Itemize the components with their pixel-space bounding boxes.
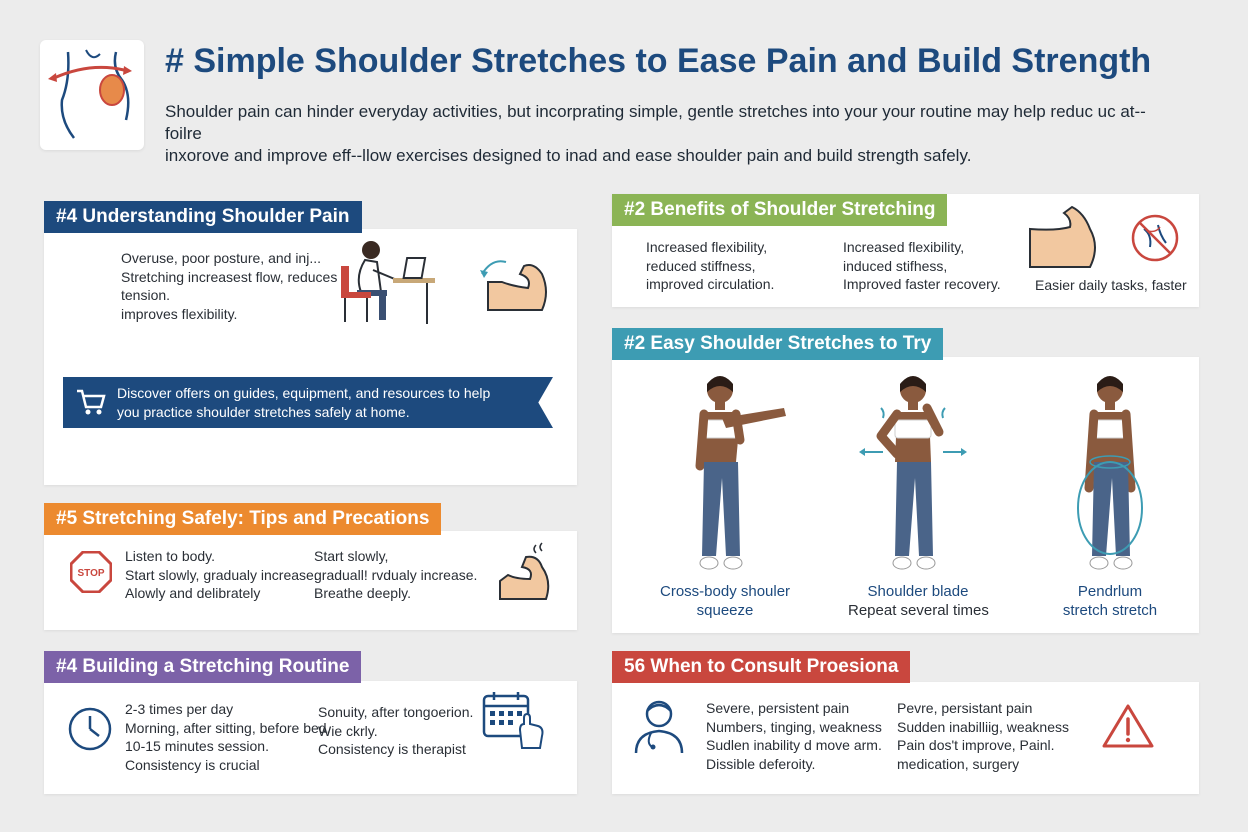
caption-line: stretch stretch <box>1062 602 1158 619</box>
text-line: Start slowly, gradualy increase. <box>125 566 318 583</box>
desk-worker-icon <box>341 241 435 324</box>
intro-text: Shoulder pain can hinder everyday activi… <box>165 101 1175 167</box>
text-line: Stretching increasest flow, reduces <box>121 268 338 285</box>
text-line: Numbers, tinging, weakness <box>706 718 882 735</box>
offers-banner[interactable]: Discover offers on guides, equipment, an… <box>63 377 553 428</box>
text-line: Alowly and delibrately <box>125 585 261 601</box>
doctor-icon <box>634 700 684 754</box>
text-line: Increased flexibility, <box>646 239 768 255</box>
safety-col1: Listen to body. Start slowly, gradualy i… <box>125 547 318 603</box>
benefits-col1: Increased flexibility, reduced stiffness… <box>646 238 774 294</box>
text-line: Easier daily tasks, faster <box>1035 277 1187 293</box>
consult-card <box>612 682 1199 794</box>
banner-line: you practice shoulder stretches safely a… <box>117 403 410 420</box>
text-line: 10-15 minutes session. <box>125 738 269 754</box>
caption-line: Pendrlum <box>1077 583 1143 600</box>
text-line: improved circulation. <box>646 276 775 292</box>
caption-line: Cross-body shouler <box>660 583 791 600</box>
safety-heading: #5 Stretching Safely: Tips and Precation… <box>44 503 442 535</box>
text-line: tension. <box>121 287 171 303</box>
text-line: Start slowly, <box>314 548 389 564</box>
text-line: medication, surgery <box>897 755 1020 772</box>
caption-line: Repeat several times <box>848 602 989 619</box>
routine-col1: 2-3 times per day Morning, after sitting… <box>125 700 330 774</box>
stop-label: STOP <box>77 568 104 579</box>
no-pain-shoulder-icon <box>1131 214 1179 262</box>
strong-arm-icon <box>499 542 550 600</box>
safety-col2: Start slowly, graduall! rvdualy increase… <box>314 547 477 603</box>
flexing-arm-icon <box>480 260 547 311</box>
stretches-heading: #2 Easy Shoulder Stretches to Try <box>612 328 944 360</box>
pendulum-caption: Pendrlum stretch stretch <box>1045 582 1175 620</box>
text-line: Breathe deeply. <box>314 585 412 601</box>
consult-heading: 56 When to Consult Proesiona <box>612 651 911 683</box>
text-line: reduced stiffness, <box>646 257 756 274</box>
benefits-col3: Easier daily tasks, faster <box>1035 276 1187 295</box>
banner-text: Discover offers on guides, equipment, an… <box>117 384 490 421</box>
benefits-col2: Increased flexibility, induced stifhess,… <box>843 238 1001 294</box>
text-line: Pevre, persistant pain <box>897 700 1033 716</box>
text-line: Increased flexibility, <box>843 239 965 255</box>
warning-icon <box>1102 704 1154 748</box>
routine-col2: Sonuity, after tongoerion. Wie ckrly. Co… <box>318 703 473 759</box>
text-line: Improved faster recovery. <box>843 276 1001 292</box>
text-line: Sudden inabilliig, weakness <box>897 718 1069 735</box>
safety-card <box>44 531 577 630</box>
understanding-card <box>44 229 577 485</box>
shoulder-blade-caption: Shoulder blade Repeat several times <box>848 582 989 620</box>
consult-col1: Severe, persistent pain Numbers, tinging… <box>706 699 882 773</box>
clock-icon <box>68 707 112 751</box>
understanding-heading: #4 Understanding Shoulder Pain <box>44 201 362 233</box>
text-line: Pain dos't improve, Painl. <box>897 737 1055 753</box>
text-line: improves flexibility. <box>121 305 238 322</box>
text-line: Severe, persistent pain <box>706 700 850 716</box>
shoulder-anatomy-icon <box>48 49 132 139</box>
cross-body-caption: Cross-body shouler squeeze <box>660 582 790 620</box>
text-line: Overuse, poor posture, and inj... <box>121 250 321 266</box>
intro-line: inxorove and improve eff--llow exercises… <box>165 146 972 165</box>
page-title: # Simple Shoulder Stretches to Ease Pain… <box>165 42 1152 80</box>
shopping-cart-icon <box>77 389 106 415</box>
calendar-icon <box>482 692 544 749</box>
shoulder-blade-squeeze-figure <box>859 376 967 570</box>
routine-heading: #4 Building a Stretching Routine <box>44 651 362 683</box>
shoulder-logo <box>40 40 144 150</box>
pendulum-stretch-figure <box>1077 376 1143 570</box>
cross-body-stretch-figure <box>695 376 786 570</box>
stop-sign-icon: STOP <box>70 551 112 593</box>
banner-line: Discover offers on guides, equipment, an… <box>117 385 491 401</box>
text-line: Morning, after sitting, before bed. <box>125 719 331 736</box>
caption-line: squeeze <box>696 602 754 619</box>
text-line: Dissible deferoity. <box>706 755 816 772</box>
text-line: graduall! rvdualy increase. <box>314 566 478 583</box>
text-line: Listen to body. <box>125 548 216 564</box>
bicep-icon <box>1029 205 1096 268</box>
text-line: Consistency is therapist <box>318 741 466 757</box>
text-line: 2-3 times per day <box>125 701 234 717</box>
text-line: Sudlen inability d move arm. <box>706 737 882 753</box>
text-line: Consistency is crucial <box>125 756 260 773</box>
benefits-heading: #2 Benefits of Shoulder Stretching <box>612 194 948 226</box>
intro-line: Shoulder pain can hinder everyday activi… <box>165 102 1146 143</box>
text-line: induced stifhess, <box>843 257 948 274</box>
text-line: Wie ckrly. <box>318 722 378 739</box>
caption-line: Shoulder blade <box>867 583 969 600</box>
consult-col2: Pevre, persistant pain Sudden inabilliig… <box>897 699 1069 773</box>
understanding-text: Overuse, poor posture, and inj... Stretc… <box>121 249 337 323</box>
text-line: Sonuity, after tongoerion. <box>318 704 474 720</box>
